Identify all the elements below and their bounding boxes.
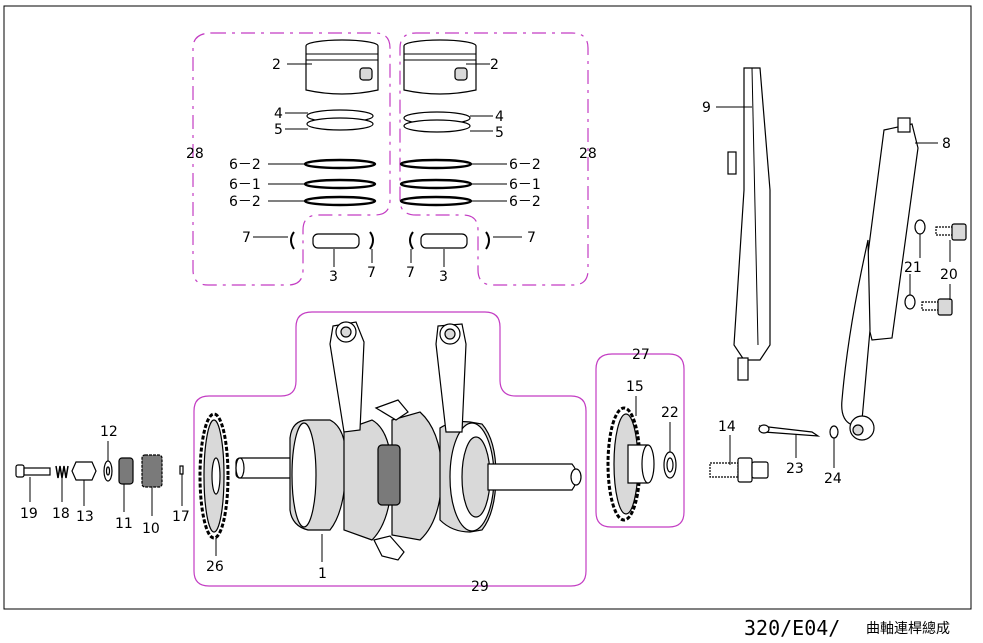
leader-lines-upper xyxy=(253,63,522,267)
callout-6-1-left: 6－1 xyxy=(229,177,261,193)
crankshaft-group-outline xyxy=(193,311,587,587)
callout-4-right: 4 xyxy=(495,109,504,125)
callout-12: 12 xyxy=(100,424,118,440)
callout-2-left: 2 xyxy=(272,57,281,73)
callout-28-right: 28 xyxy=(579,146,597,162)
callout-7-c: 7 xyxy=(406,265,415,281)
callout-13: 13 xyxy=(76,509,94,525)
crankshaft xyxy=(235,321,582,561)
callout-7-d: 7 xyxy=(527,230,536,246)
callout-28-left: 28 xyxy=(186,146,204,162)
callout-14: 14 xyxy=(718,419,736,435)
chain-tensioner-8 xyxy=(841,117,919,441)
callout-3-right: 3 xyxy=(439,269,448,285)
footer-title: 曲軸連桿總成 xyxy=(866,620,950,637)
callout-23: 23 xyxy=(786,461,804,477)
callout-19: 19 xyxy=(20,506,38,522)
callout-27: 27 xyxy=(632,347,650,363)
callout-6-1-right: 6－1 xyxy=(509,177,541,193)
callout-5-right: 5 xyxy=(495,125,504,141)
chain-guide-9 xyxy=(727,67,771,381)
piston-rings-left xyxy=(303,109,377,207)
callout-26: 26 xyxy=(206,559,224,575)
piston-group-left-outline xyxy=(192,32,391,286)
callout-6-2-right-bottom: 6－2 xyxy=(509,194,541,210)
piston-rings-right xyxy=(399,111,473,207)
diagram-frame xyxy=(3,5,972,610)
callout-11: 11 xyxy=(115,516,133,532)
gear-26 xyxy=(198,412,230,540)
washer-24 xyxy=(829,425,839,439)
piston-group-right-outline xyxy=(399,32,589,286)
callout-15: 15 xyxy=(626,379,644,395)
callout-3-left: 3 xyxy=(329,269,338,285)
callout-labels: 1 2 2 3 3 4 4 5 5 6－2 6－1 6－2 6－2 6－1 6－… xyxy=(20,57,958,595)
callout-17: 17 xyxy=(172,509,190,525)
left-small-parts xyxy=(15,454,184,488)
callout-21: 21 xyxy=(904,260,922,276)
callout-29: 29 xyxy=(471,579,489,595)
callout-20: 20 xyxy=(940,267,958,283)
callout-6-2-left-bottom: 6－2 xyxy=(229,194,261,210)
callout-10: 10 xyxy=(142,521,160,537)
bolt-14 xyxy=(709,457,769,483)
callout-9: 9 xyxy=(702,100,711,116)
callout-24: 24 xyxy=(824,471,842,487)
tensioner-bolts xyxy=(904,219,967,316)
callout-1: 1 xyxy=(318,566,327,582)
gear-15 xyxy=(606,406,655,522)
footer-page-code: 320/E04/ xyxy=(744,616,840,640)
callout-4-left: 4 xyxy=(274,106,283,122)
gear-group-outline xyxy=(595,353,685,528)
piston-pins xyxy=(290,231,490,250)
pin-23 xyxy=(758,424,821,437)
callout-22: 22 xyxy=(661,405,679,421)
leader-lines-lower xyxy=(29,106,951,562)
washer-22 xyxy=(663,451,677,479)
callout-5-left: 5 xyxy=(274,122,283,138)
callout-18: 18 xyxy=(52,506,70,522)
callout-8: 8 xyxy=(942,136,951,152)
piston-right xyxy=(403,39,477,95)
callout-6-2-left-top: 6－2 xyxy=(229,157,261,173)
callout-2-right: 2 xyxy=(490,57,499,73)
piston-left xyxy=(305,39,379,95)
callout-6-2-right-top: 6－2 xyxy=(509,157,541,173)
callout-7-a: 7 xyxy=(242,230,251,246)
callout-7-b: 7 xyxy=(367,265,376,281)
